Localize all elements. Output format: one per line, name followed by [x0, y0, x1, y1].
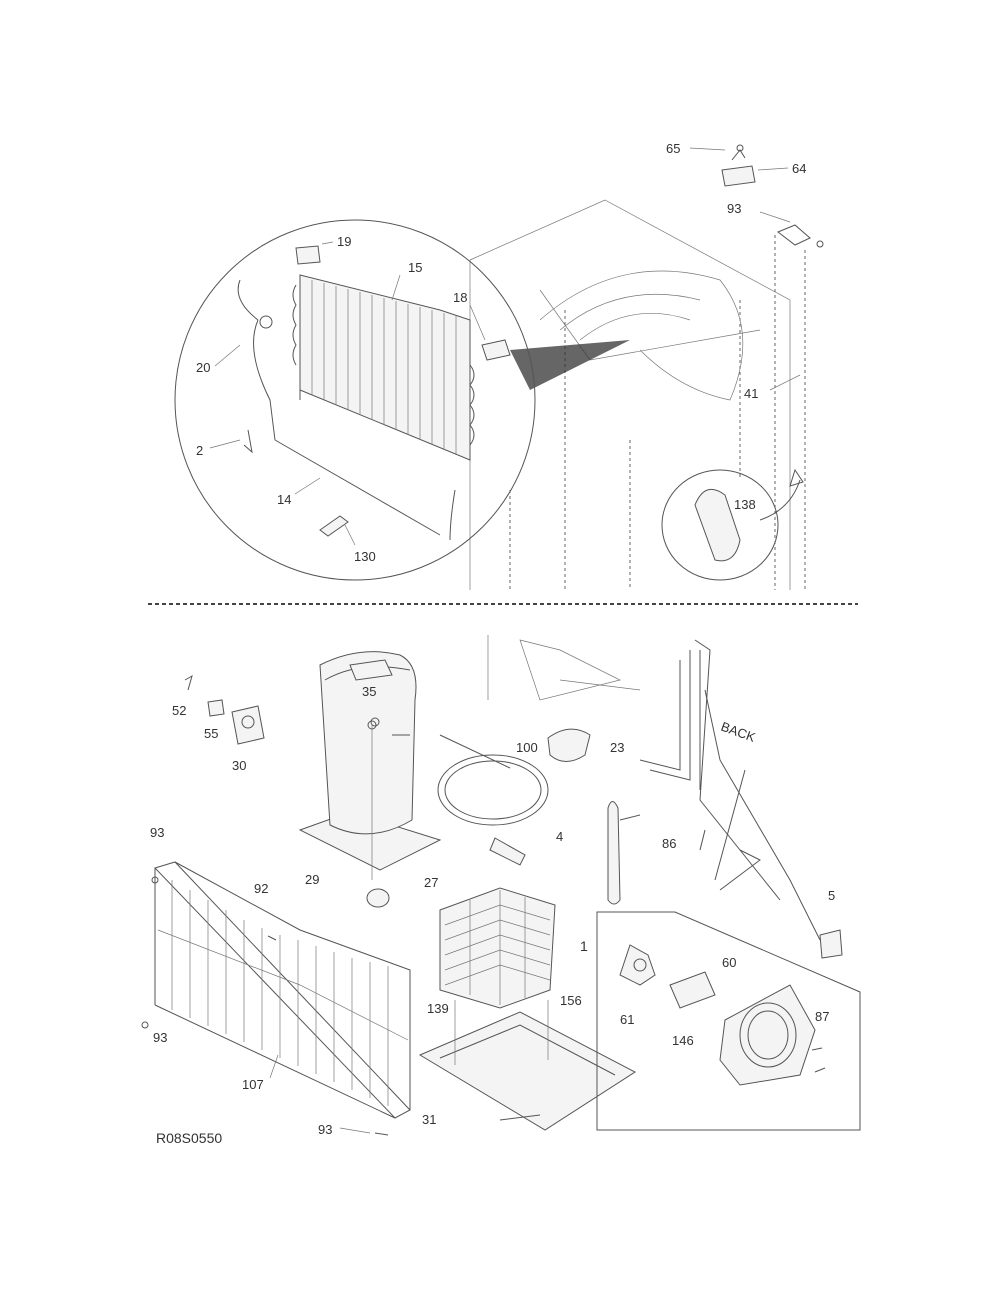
callout-92: 92 — [254, 881, 268, 896]
callout-55: 55 — [204, 726, 218, 741]
evaporator-15 — [292, 274, 475, 461]
condenser-coil — [439, 887, 556, 1009]
back-label: BACK — [719, 719, 758, 745]
callout-93-grille-top: 93 — [150, 825, 164, 840]
diagram-id: R08S0550 — [156, 1130, 222, 1146]
magnified-view-circle — [174, 219, 536, 581]
bracket-64 — [721, 144, 756, 187]
callout-87: 87 — [815, 1009, 829, 1024]
callout-5: 5 — [828, 888, 835, 903]
callout-18: 18 — [453, 290, 467, 305]
callout-35: 35 — [362, 684, 376, 699]
callout-64: 64 — [792, 161, 806, 176]
callout-19: 19 — [337, 234, 351, 249]
callout-93-grille-bottom: 93 — [153, 1030, 167, 1045]
fan-assembly-box — [596, 911, 861, 1131]
callout-41: 41 — [744, 386, 758, 401]
callout-23: 23 — [610, 740, 624, 755]
callout-93: 93 — [727, 201, 741, 216]
callout-107: 107 — [242, 1077, 264, 1092]
callout-2: 2 — [196, 443, 203, 458]
callout-29: 29 — [305, 872, 319, 887]
callout-20: 20 — [196, 360, 210, 375]
callout-146: 146 — [672, 1033, 694, 1048]
callout-27: 27 — [424, 875, 438, 890]
callout-4: 4 — [556, 829, 563, 844]
callout-1: 1 — [580, 938, 588, 954]
callout-156: 156 — [560, 993, 582, 1008]
callout-14: 14 — [277, 492, 291, 507]
condenser-grille-107 — [154, 861, 411, 1119]
callout-60: 60 — [722, 955, 736, 970]
callout-86: 86 — [662, 836, 676, 851]
callout-15: 15 — [408, 260, 422, 275]
lower-assembly — [141, 635, 861, 1136]
callout-93-base: 93 — [318, 1122, 332, 1137]
compressor-29 — [298, 651, 442, 880]
callout-52: 52 — [172, 703, 186, 718]
callout-130: 130 — [354, 549, 376, 564]
callout-30: 30 — [232, 758, 246, 773]
callout-61: 61 — [620, 1012, 634, 1027]
callout-139: 139 — [427, 1001, 449, 1016]
detail-138-circle — [661, 469, 779, 581]
upper-callout-labels: 65 64 93 19 15 18 20 41 2 14 138 130 — [196, 141, 806, 564]
callout-100: 100 — [516, 740, 538, 755]
callout-138: 138 — [734, 497, 756, 512]
upper-assembly — [174, 144, 824, 590]
callout-31: 31 — [422, 1112, 436, 1127]
relay-30 — [184, 674, 265, 745]
callout-65: 65 — [666, 141, 680, 156]
